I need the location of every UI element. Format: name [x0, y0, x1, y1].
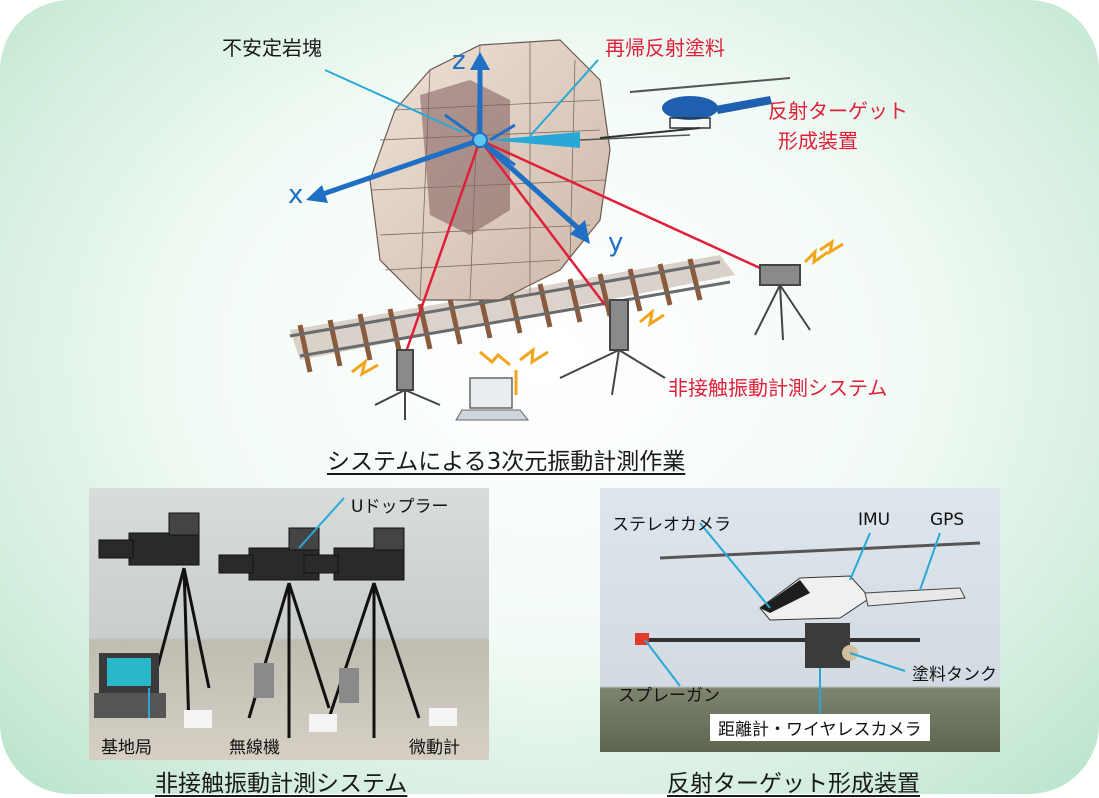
label-unstable-rock: 不安定岩塊 — [222, 36, 322, 60]
measurement-lines — [403, 138, 761, 356]
photo-reflective-target-device: ステレオカメラ IMU GPS 塗料タンク スプレーガン 距離計・ワイヤレスカメ… — [600, 488, 1000, 752]
caption-3d-measurement: システムによる3次元振動計測作業 — [327, 449, 686, 475]
axis-y-label: y — [608, 228, 624, 258]
tripod-vibrometer-1 — [374, 349, 441, 420]
helicopter-photo-illustration — [635, 522, 981, 716]
label-u-doppler: Uドップラー — [351, 497, 449, 517]
tripod-vibrometer-2 — [559, 299, 666, 396]
helicopter-icon — [599, 77, 791, 139]
axis-z-label: z — [452, 46, 466, 76]
caption-reflective-target-device: 反射ターゲット形成装置 — [667, 771, 920, 797]
laptop-icon — [455, 370, 530, 421]
tripod-vibrometer-3 — [754, 264, 811, 341]
label-paint-tank: 塗料タンク — [912, 665, 997, 685]
unstable-rock — [369, 39, 611, 301]
label-rangefinder-camera: 距離計・ワイヤレスカメラ — [710, 714, 930, 741]
label-radio: 無線機 — [229, 738, 280, 758]
label-noncontact-system: 非接触振動計測システム — [668, 376, 888, 400]
label-imu: IMU — [858, 510, 891, 530]
wireless-signal-icon — [351, 238, 844, 378]
coordinate-axes — [306, 52, 590, 244]
caption-noncontact-system: 非接触振動計測システム — [155, 771, 408, 797]
label-gps: GPS — [930, 510, 965, 530]
axis-x-label: x — [288, 180, 304, 210]
label-target-device-1: 反射ターゲット — [768, 99, 908, 123]
label-spray-gun: スプレーガン — [618, 686, 720, 706]
photo-vibrometer-system: Uドップラー 基地局 無線機 微動計 — [89, 488, 489, 760]
railway-track — [289, 255, 735, 373]
label-retroreflective-paint: 再帰反射塗料 — [605, 36, 725, 60]
label-stereo-camera: ステレオカメラ — [612, 515, 731, 535]
vibrometer-photo-illustration — [94, 497, 457, 738]
label-target-device-2: 形成装置 — [778, 129, 858, 153]
label-microtremor: 微動計 — [409, 738, 460, 758]
label-base-station: 基地局 — [101, 738, 152, 758]
